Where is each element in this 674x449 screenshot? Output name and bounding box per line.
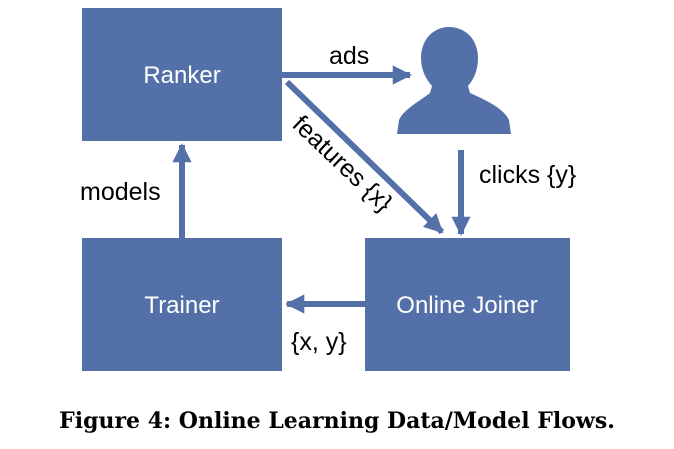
trainer-node: Trainer bbox=[82, 238, 282, 371]
features-arrow bbox=[284, 79, 445, 235]
clicks-label: clicks {y} bbox=[479, 161, 576, 189]
user-silhouette-icon bbox=[397, 27, 511, 134]
ranker-label: Ranker bbox=[143, 62, 220, 89]
figure-caption: Figure 4: Online Learning Data/Model Flo… bbox=[59, 408, 615, 434]
ranker-box bbox=[82, 8, 282, 141]
ranker-node: Ranker bbox=[82, 8, 282, 141]
ads-label: ads bbox=[329, 42, 369, 70]
online-joiner-box bbox=[365, 238, 570, 371]
online-joiner-node: Online Joiner bbox=[365, 238, 570, 371]
xy-label: {x, y} bbox=[291, 328, 347, 356]
trainer-label: Trainer bbox=[144, 292, 219, 319]
trainer-box bbox=[82, 238, 282, 371]
features-label: features {x} bbox=[287, 110, 398, 217]
online-joiner-label: Online Joiner bbox=[396, 292, 537, 319]
models-label: models bbox=[80, 178, 161, 206]
